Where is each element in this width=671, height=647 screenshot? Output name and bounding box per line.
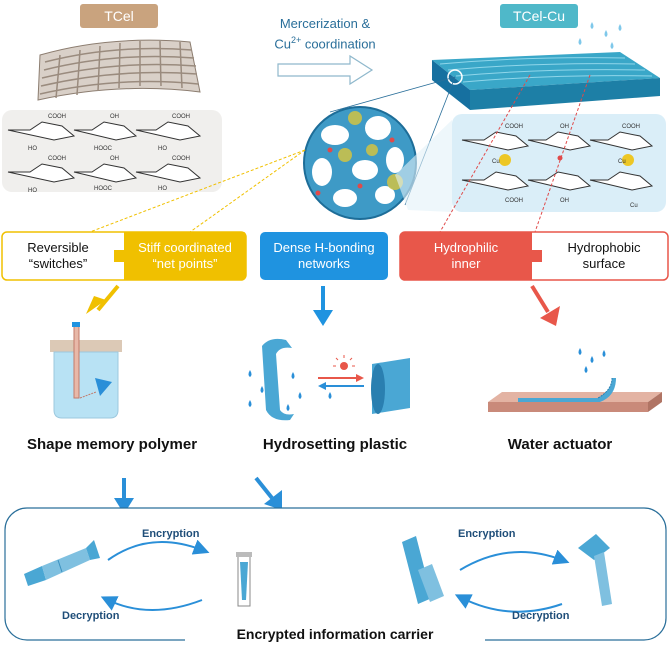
svg-text:HO: HO bbox=[28, 146, 37, 152]
encryption-label-left: Encryption bbox=[142, 528, 200, 540]
box-blue bbox=[260, 232, 388, 280]
connector-dashed bbox=[439, 74, 531, 233]
decryption-label-right: Decryption bbox=[512, 610, 570, 622]
arrow-to-encryption-1 bbox=[114, 498, 134, 514]
svg-text:OH: OH bbox=[110, 156, 119, 162]
svg-text:HOOC: HOOC bbox=[94, 186, 113, 192]
svg-text:OH: OH bbox=[110, 114, 119, 120]
process-arrow bbox=[277, 54, 374, 86]
zoom-line bbox=[329, 76, 456, 113]
left-folded-strip bbox=[24, 540, 100, 586]
process-line-2: Cu2+ coordination bbox=[274, 35, 376, 52]
svg-text:COOH: COOH bbox=[622, 124, 640, 130]
tcel-fabric-illustration bbox=[37, 39, 201, 101]
arrow-red bbox=[530, 284, 550, 314]
arrow-yellow bbox=[96, 284, 120, 312]
svg-text:OH: OH bbox=[560, 198, 569, 204]
process-line-1: Mercerization & bbox=[279, 16, 371, 31]
decryption-arrow-left bbox=[100, 596, 203, 611]
magnified-fiber-circle bbox=[303, 106, 417, 220]
svg-text:COOH: COOH bbox=[172, 114, 190, 120]
svg-text:Cu: Cu bbox=[630, 203, 638, 209]
svg-text:HO: HO bbox=[158, 146, 167, 152]
right-folded-letter bbox=[402, 536, 444, 604]
left-rolled-tube bbox=[236, 552, 252, 607]
right-folded-strip bbox=[578, 534, 612, 606]
svg-text:COOH: COOH bbox=[48, 114, 66, 120]
svg-text:Cu: Cu bbox=[618, 159, 626, 165]
svg-text:HO: HO bbox=[158, 186, 167, 192]
tcel-tag: TCel bbox=[80, 4, 158, 28]
connector-dashed bbox=[534, 74, 591, 233]
hydrosetting-heading: Hydrosetting plastic bbox=[262, 436, 408, 453]
encryption-label-right: Encryption bbox=[458, 528, 516, 540]
zoom-wedge bbox=[395, 120, 452, 212]
decryption-arrow-right bbox=[454, 594, 563, 613]
tcelcu-chain-structure bbox=[461, 131, 654, 191]
shape-memory-illustration bbox=[50, 322, 122, 419]
process-label: Mercerization & Cu2+ coordination bbox=[255, 16, 395, 52]
svg-text:OH: OH bbox=[560, 124, 569, 130]
tcelcu-tag: TCel-Cu bbox=[500, 4, 578, 28]
hydrosetting-illustration bbox=[248, 338, 410, 421]
encrypted-carrier-title: Encrypted information carrier bbox=[185, 626, 485, 642]
box-yellow-fill bbox=[114, 232, 246, 280]
svg-text:COOH: COOH bbox=[505, 124, 523, 130]
svg-text:COOH: COOH bbox=[505, 198, 523, 204]
svg-text:HO: HO bbox=[28, 188, 37, 194]
tcel-chain-labels: COOH OH COOH HO HOOC HO COOH OH COOH HO HOOC HO bbox=[28, 114, 190, 194]
connector-dashed bbox=[189, 149, 306, 233]
shape-memory-heading: Shape memory polymer bbox=[26, 436, 198, 453]
box-red-fill bbox=[400, 232, 542, 280]
tcel-chain-structure bbox=[7, 121, 202, 183]
tcelcu-fabric-illustration bbox=[432, 22, 660, 110]
encryption-arrow-left bbox=[107, 539, 210, 561]
water-actuator-illustration bbox=[488, 348, 662, 412]
encryption-arrow-right bbox=[459, 549, 570, 571]
box-stiff-text: Stiff coordinated“net points” bbox=[138, 240, 232, 271]
arrow-to-encryption-2 bbox=[264, 490, 282, 510]
decryption-label-left: Decryption bbox=[62, 610, 120, 622]
svg-text:COOH: COOH bbox=[172, 156, 190, 162]
box-reversible-text: Reversible“switches” bbox=[27, 240, 89, 271]
svg-text:HOOC: HOOC bbox=[94, 146, 113, 152]
water-actuator-heading: Water actuator bbox=[507, 436, 613, 453]
svg-text:Cu: Cu bbox=[492, 159, 500, 165]
cu-ions bbox=[499, 154, 634, 166]
svg-text:COOH: COOH bbox=[48, 156, 66, 162]
connector-dashed bbox=[89, 149, 306, 233]
